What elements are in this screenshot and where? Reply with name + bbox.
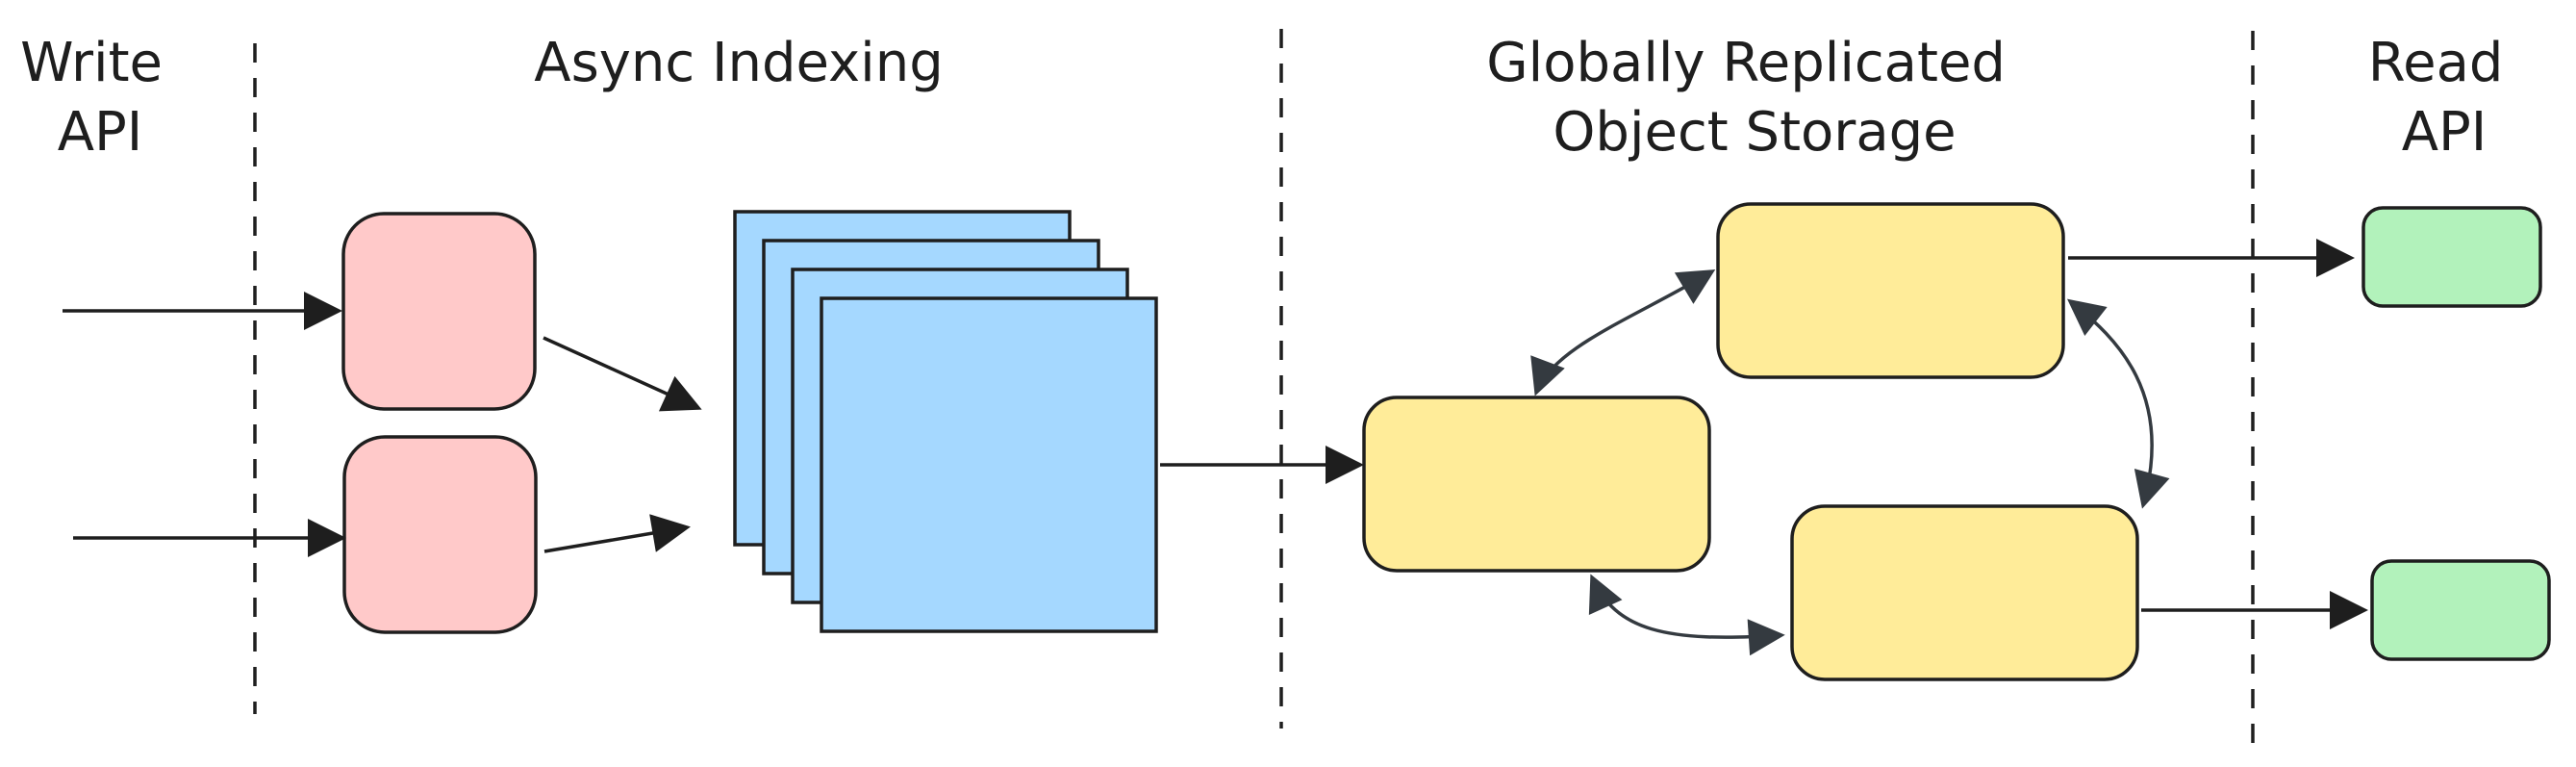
storage-node-bottom [1790,504,2139,681]
object-storage-label: Globally Replicated Object Storage [1486,32,2023,164]
async-indexing-label: Async Indexing [534,32,943,94]
indexer-stack-front [820,296,1158,633]
write-to-indexer-arrow-1 [543,336,702,412]
read-node-1 [2361,206,2542,308]
replication-arrow-left-bottom [1588,574,1785,656]
write-node-1 [341,212,537,411]
storage-node-left [1362,396,1711,573]
write-to-indexer-arrow-2 [543,514,691,553]
storage-node-top [1716,202,2065,379]
write-node-2 [342,435,538,634]
read-api-label: Read API [2368,32,2521,164]
write-api-label: Write API [20,32,180,164]
read-node-2 [2370,559,2551,661]
replication-arrow-top-bottom [2067,298,2170,509]
replication-arrow-left-top [1530,269,1716,396]
